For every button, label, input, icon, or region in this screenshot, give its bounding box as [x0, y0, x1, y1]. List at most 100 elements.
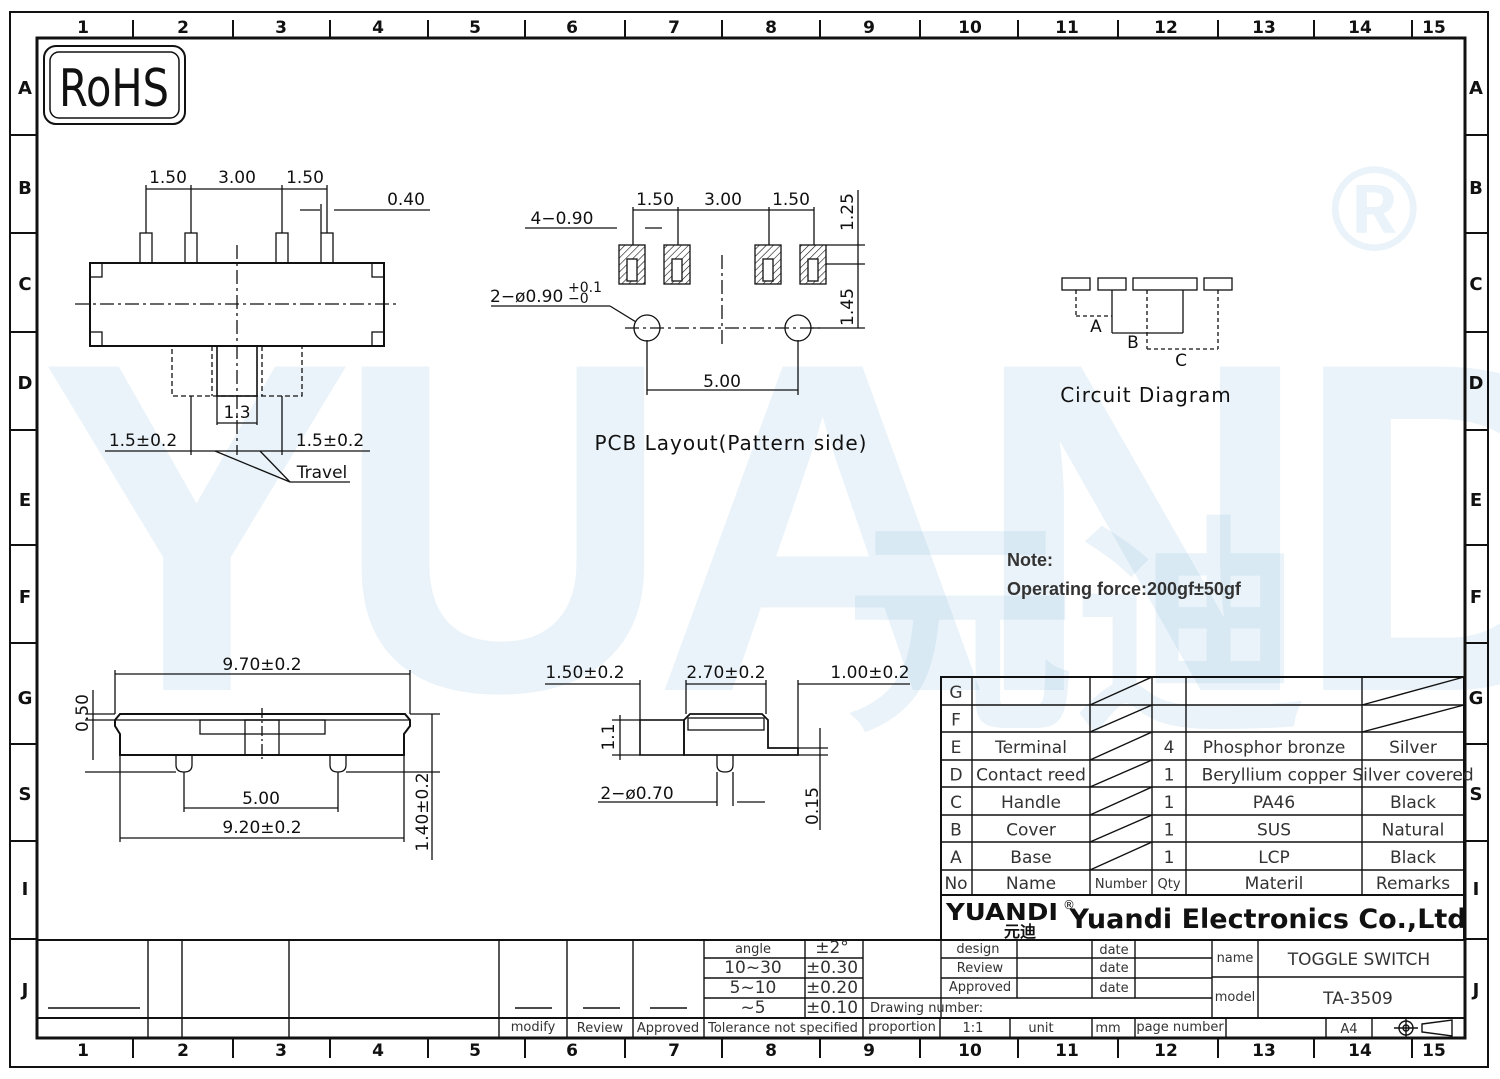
column-label-top: 8 — [765, 18, 777, 38]
pcb-layout — [491, 190, 865, 395]
bom-row-no: A — [950, 848, 962, 868]
dim-handle-width: 1.3 — [223, 403, 250, 423]
bom-header-qty: Qty — [1157, 877, 1180, 892]
bom-row-remarks: Silver — [1389, 738, 1437, 758]
side-dim-tab: 1.00±0.2 — [830, 663, 909, 683]
row-label-left: B — [18, 178, 32, 199]
watermark-registered: ® — [1330, 142, 1418, 276]
bom-row-qty: 1 — [1164, 848, 1175, 868]
dim-pitch-left: 1.50 — [149, 168, 187, 188]
column-label-top: 6 — [566, 18, 578, 38]
column-label-top: 2 — [177, 18, 189, 38]
pcb-dim-pitch-left: 1.50 — [636, 190, 674, 210]
side-dim-handle-height: 1.1 — [599, 723, 619, 750]
column-label-top: 7 — [668, 18, 680, 38]
front-view — [85, 670, 440, 860]
front-dim-post-pitch: 5.00 — [242, 789, 280, 809]
pcb-dim-hole-offset: 1.45 — [838, 288, 858, 326]
tolerance-range: ~5 — [740, 998, 765, 1018]
bom-header-remarks: Remarks — [1376, 874, 1450, 894]
dim-pin-width: 0.40 — [387, 190, 425, 210]
bom-row-qty: 4 — [1164, 738, 1175, 758]
column-label-bottom: 9 — [863, 1041, 875, 1061]
bom-row-no: G — [949, 683, 962, 703]
bom-row-remarks: Black — [1390, 848, 1436, 868]
pcb-hole-spec: 2−ø0.90 — [490, 287, 563, 307]
drawing-number-label: Drawing number: — [870, 1001, 983, 1016]
travel-label: Travel — [296, 463, 348, 483]
column-label-bottom: 14 — [1348, 1041, 1372, 1061]
column-label-top: 4 — [372, 18, 384, 38]
row-label-left: C — [18, 274, 31, 295]
bom-row-material: SUS — [1257, 821, 1291, 841]
side-dim-tab-thickness: 0.15 — [803, 787, 823, 825]
title-block-grid — [37, 939, 1464, 1038]
note: Note: Operating force:200gf±50gf — [1007, 550, 1242, 599]
bom-row-qty: 1 — [1164, 821, 1175, 841]
column-label-bottom: 11 — [1055, 1041, 1079, 1061]
dim-pitch-right: 1.50 — [286, 168, 324, 188]
tolerance-range: 10~30 — [724, 958, 782, 978]
bom-header-material: Materil — [1245, 874, 1304, 894]
tolerance-label: Tolerance not specified — [707, 1021, 858, 1036]
bom-row-material: LCP — [1258, 848, 1290, 868]
frame — [9, 11, 1489, 1068]
scale-value: 1:1 — [963, 1021, 984, 1036]
bom-row-qty: 1 — [1164, 793, 1175, 813]
note-title: Note: — [1007, 550, 1053, 570]
bom-row-name: Handle — [1001, 793, 1061, 813]
bom-row-material: Phosphor bronze — [1203, 738, 1346, 758]
row-label-right: S — [1470, 784, 1483, 805]
circuit-label-c: C — [1175, 351, 1187, 371]
part-name: TOGGLE SWITCH — [1287, 950, 1430, 970]
side-dim-handle: 1.50±0.2 — [545, 663, 624, 683]
rev-modify: modify — [511, 1020, 556, 1035]
company-logo-hanzi: 元迪 — [1004, 922, 1036, 941]
proportion-label: proportion — [868, 1020, 936, 1035]
bom-row-material: Beryllium copper — [1202, 766, 1347, 786]
pcb-pad-count: 4−0.90 — [531, 209, 594, 229]
rohs-text: RoHS — [59, 59, 169, 119]
column-label-bottom: 7 — [668, 1041, 680, 1061]
side-view — [545, 680, 910, 830]
watermark-brand: YUANDI — [40, 265, 1500, 790]
column-label-top: 10 — [958, 18, 982, 38]
front-dim-base-length: 9.20±0.2 — [222, 818, 301, 838]
row-label-left: E — [19, 490, 31, 511]
company-name: Yuandi Electronics Co.,Ltd — [1068, 904, 1466, 935]
circuit-diagram — [1061, 277, 1233, 350]
bom-row-name: Terminal — [994, 738, 1067, 758]
signoff-review-date: date — [1099, 961, 1128, 976]
row-label-right: I — [1473, 879, 1480, 900]
bom-row-name: Contact reed — [976, 766, 1086, 786]
column-label-bottom: 2 — [177, 1041, 189, 1061]
page-number-label: page number — [1136, 1020, 1224, 1035]
side-dim-body: 2.70±0.2 — [686, 663, 765, 683]
row-label-right: C — [1469, 274, 1482, 295]
row-label-right: B — [1469, 178, 1483, 199]
bom-row-qty: 1 — [1164, 766, 1175, 786]
bom-row-no: D — [949, 766, 962, 786]
tolerance-value: ±0.10 — [806, 998, 858, 1018]
column-label-bottom: 1 — [77, 1041, 89, 1061]
front-view-dimensions: 9.70±0.2 0.50 5.00 9.20±0.2 1.40±0.2 — [73, 655, 433, 852]
company-row: YUANDI ® 元迪 Yuandi Electronics Co.,Ltd — [940, 894, 1467, 941]
title-block-text: modify Review Approved Tolerance not spe… — [511, 942, 1430, 1037]
pcb-dimensions: 1.50 3.00 1.50 1.25 1.45 4−0.90 2−ø0.90 … — [490, 190, 866, 455]
column-label-top: 15 — [1422, 18, 1446, 38]
rev-approved: Approved — [637, 1021, 699, 1036]
front-dim-height: 1.40±0.2 — [413, 772, 433, 851]
pcb-hole-tol-upper: +0.1 — [568, 280, 602, 296]
part-name-label: name — [1217, 951, 1254, 966]
column-label-top: 11 — [1055, 18, 1079, 38]
column-label-top: 9 — [863, 18, 875, 38]
column-label-top: 12 — [1154, 18, 1178, 38]
column-label-top: 13 — [1252, 18, 1276, 38]
pcb-dim-pad-height: 1.25 — [838, 193, 858, 231]
column-label-bottom: 8 — [765, 1041, 777, 1061]
bom-row-material: PA46 — [1253, 793, 1295, 813]
company-logo-registered: ® — [1063, 898, 1075, 912]
dim-travel-right: 1.5±0.2 — [296, 431, 364, 451]
